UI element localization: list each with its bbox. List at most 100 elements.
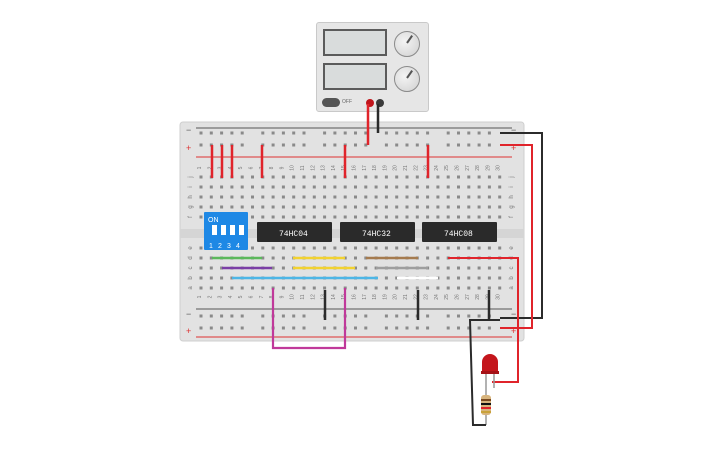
- terminal-hole[interactable]: [240, 286, 244, 290]
- terminal-hole[interactable]: [220, 185, 224, 189]
- rail-hole[interactable]: [446, 131, 450, 135]
- negative-terminal[interactable]: [376, 99, 384, 107]
- rail-hole[interactable]: [426, 326, 430, 330]
- rail-hole[interactable]: [467, 143, 471, 147]
- terminal-hole[interactable]: [487, 185, 491, 189]
- terminal-hole[interactable]: [323, 215, 327, 219]
- rail-hole[interactable]: [271, 143, 275, 147]
- terminal-hole[interactable]: [374, 195, 378, 199]
- terminal-hole[interactable]: [209, 205, 213, 209]
- terminal-hole[interactable]: [467, 276, 471, 280]
- rail-hole[interactable]: [446, 326, 450, 330]
- terminal-hole[interactable]: [312, 185, 316, 189]
- terminal-hole[interactable]: [374, 205, 378, 209]
- terminal-hole[interactable]: [487, 175, 491, 179]
- rail-hole[interactable]: [240, 314, 244, 318]
- terminal-hole[interactable]: [230, 195, 234, 199]
- terminal-hole[interactable]: [498, 276, 502, 280]
- terminal-hole[interactable]: [220, 266, 224, 270]
- terminal-hole[interactable]: [323, 175, 327, 179]
- terminal-hole[interactable]: [281, 286, 285, 290]
- rail-hole[interactable]: [364, 143, 368, 147]
- terminal-hole[interactable]: [436, 246, 440, 250]
- terminal-hole[interactable]: [312, 175, 316, 179]
- terminal-hole[interactable]: [312, 246, 316, 250]
- terminal-hole[interactable]: [251, 246, 254, 250]
- rail-hole[interactable]: [364, 131, 368, 135]
- terminal-hole[interactable]: [467, 175, 471, 179]
- rail-hole[interactable]: [364, 326, 368, 330]
- terminal-hole[interactable]: [292, 205, 296, 209]
- terminal-hole[interactable]: [292, 195, 296, 199]
- rail-hole[interactable]: [364, 314, 368, 318]
- rail-hole[interactable]: [292, 131, 296, 135]
- terminal-hole[interactable]: [426, 195, 430, 199]
- rail-hole[interactable]: [333, 314, 337, 318]
- rail-hole[interactable]: [405, 143, 409, 147]
- terminal-hole[interactable]: [302, 185, 306, 189]
- rail-hole[interactable]: [354, 143, 357, 147]
- terminal-hole[interactable]: [364, 286, 368, 290]
- terminal-hole[interactable]: [209, 185, 213, 189]
- terminal-hole[interactable]: [251, 195, 254, 199]
- terminal-hole[interactable]: [384, 195, 388, 199]
- rail-hole[interactable]: [395, 143, 399, 147]
- terminal-hole[interactable]: [333, 286, 337, 290]
- terminal-hole[interactable]: [323, 205, 327, 209]
- rail-hole[interactable]: [384, 131, 388, 135]
- terminal-hole[interactable]: [477, 205, 481, 209]
- terminal-hole[interactable]: [323, 246, 327, 250]
- rail-hole[interactable]: [271, 131, 275, 135]
- terminal-hole[interactable]: [343, 246, 347, 250]
- terminal-hole[interactable]: [199, 256, 203, 260]
- rail-hole[interactable]: [446, 314, 450, 318]
- terminal-hole[interactable]: [384, 246, 388, 250]
- terminal-hole[interactable]: [395, 215, 399, 219]
- terminal-hole[interactable]: [292, 185, 296, 189]
- rail-hole[interactable]: [395, 314, 399, 318]
- terminal-hole[interactable]: [333, 195, 337, 199]
- terminal-hole[interactable]: [477, 215, 481, 219]
- terminal-hole[interactable]: [384, 276, 388, 280]
- terminal-hole[interactable]: [446, 185, 450, 189]
- terminal-hole[interactable]: [415, 246, 419, 250]
- terminal-hole[interactable]: [436, 256, 440, 260]
- terminal-hole[interactable]: [220, 205, 224, 209]
- terminal-hole[interactable]: [487, 195, 491, 199]
- terminal-hole[interactable]: [271, 215, 275, 219]
- terminal-hole[interactable]: [487, 246, 491, 250]
- rail-hole[interactable]: [302, 326, 306, 330]
- terminal-hole[interactable]: [364, 215, 368, 219]
- terminal-hole[interactable]: [405, 175, 409, 179]
- rail-hole[interactable]: [487, 143, 491, 147]
- terminal-hole[interactable]: [240, 185, 244, 189]
- terminal-hole[interactable]: [343, 195, 347, 199]
- terminal-hole[interactable]: [467, 266, 471, 270]
- terminal-hole[interactable]: [405, 286, 409, 290]
- terminal-hole[interactable]: [302, 195, 306, 199]
- rail-hole[interactable]: [426, 314, 430, 318]
- terminal-hole[interactable]: [354, 286, 357, 290]
- terminal-hole[interactable]: [364, 256, 368, 260]
- terminal-hole[interactable]: [199, 205, 203, 209]
- terminal-hole[interactable]: [457, 175, 460, 179]
- terminal-hole[interactable]: [436, 266, 440, 270]
- terminal-hole[interactable]: [209, 286, 213, 290]
- terminal-hole[interactable]: [354, 195, 357, 199]
- terminal-hole[interactable]: [457, 215, 460, 219]
- terminal-hole[interactable]: [487, 286, 491, 290]
- terminal-hole[interactable]: [446, 266, 450, 270]
- terminal-hole[interactable]: [323, 286, 327, 290]
- rail-hole[interactable]: [457, 326, 460, 330]
- terminal-hole[interactable]: [446, 276, 450, 280]
- terminal-hole[interactable]: [446, 286, 450, 290]
- terminal-hole[interactable]: [498, 246, 502, 250]
- terminal-hole[interactable]: [405, 185, 409, 189]
- terminal-hole[interactable]: [220, 286, 224, 290]
- terminal-hole[interactable]: [271, 246, 275, 250]
- terminal-hole[interactable]: [199, 195, 203, 199]
- terminal-hole[interactable]: [384, 215, 388, 219]
- chip-74hc04[interactable]: 74HC04: [257, 222, 332, 242]
- terminal-hole[interactable]: [395, 205, 399, 209]
- terminal-hole[interactable]: [333, 246, 337, 250]
